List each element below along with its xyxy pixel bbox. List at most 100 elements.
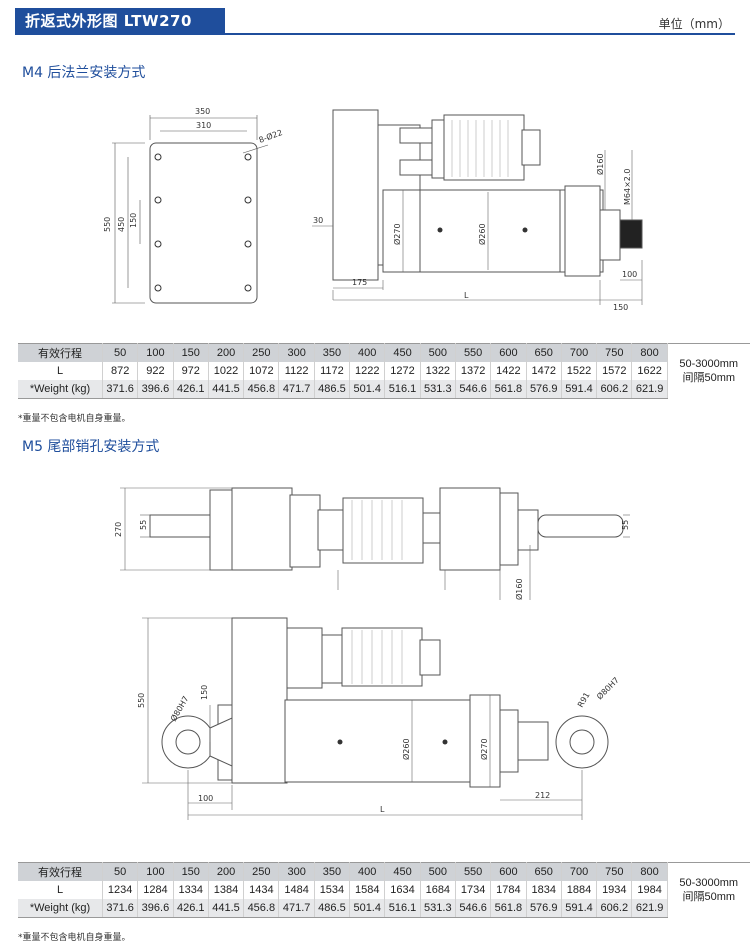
dim-160: Ø160: [514, 578, 524, 600]
dim-160: Ø160: [595, 153, 605, 175]
table-cell: 350: [314, 862, 351, 881]
table-cell: 606.2: [596, 899, 633, 918]
table-cell: 621.9: [631, 380, 668, 399]
table-cell: 1334: [173, 881, 209, 899]
table-cell: 606.2: [596, 380, 633, 399]
table-cell: 561.8: [490, 380, 527, 399]
flange-outline: [149, 142, 258, 304]
table-cell: 1022: [208, 362, 245, 380]
table-cell: 400: [349, 343, 386, 362]
table-cell: 1234: [102, 881, 139, 899]
table-cell: 486.5: [314, 899, 351, 918]
table-cell: 650: [526, 862, 562, 881]
table-cell: 441.5: [208, 380, 245, 399]
table-cell: 396.6: [137, 899, 174, 918]
dim-270: 270: [114, 522, 123, 537]
table-cell: 700: [561, 862, 598, 881]
dim-260: Ø260: [477, 223, 487, 245]
table-cell: 371.6: [102, 899, 139, 918]
table-cell: 531.3: [420, 899, 456, 918]
dim-55-left: 55: [139, 520, 148, 530]
dim-L: L: [464, 291, 469, 300]
table-cell: 1222: [349, 362, 386, 380]
m5-rod-left: [149, 514, 211, 538]
dim-550: 550: [137, 693, 146, 708]
table-cell: 621.9: [631, 899, 668, 918]
table-cell: 456.8: [243, 380, 280, 399]
table-cell: 1434: [243, 881, 280, 899]
table-cell: 350: [314, 343, 351, 362]
table-cell: 800: [631, 343, 668, 362]
m5-housing: [231, 617, 288, 784]
table-cell: 450: [384, 343, 421, 362]
row-label: 有效行程: [18, 862, 103, 881]
table-cell: 1834: [526, 881, 562, 899]
table-cell: 550: [455, 343, 492, 362]
table-cell: 1172: [314, 362, 351, 380]
table-row-length: L 872 922 972 1022 1072 1122 1172 1222 1…: [18, 362, 750, 380]
table-cell: 1072: [243, 362, 280, 380]
dim-270: Ø270: [392, 223, 402, 245]
table-cell: 872: [102, 362, 139, 380]
table-cell: 1522: [561, 362, 598, 380]
table-cell: 400: [349, 862, 386, 881]
table-cell: 650: [526, 343, 562, 362]
section-title-m4: M4 后法兰安装方式: [22, 65, 146, 81]
dim-270b: Ø270: [479, 738, 489, 760]
table-cell: 1584: [349, 881, 386, 899]
dim-thread: M64×2.0: [623, 168, 632, 205]
table-cell: 750: [596, 862, 633, 881]
table-cell: 591.4: [561, 899, 598, 918]
note-line: 间隔50mm: [682, 891, 736, 904]
table-cell: 750: [596, 343, 633, 362]
table-cell: 922: [137, 362, 174, 380]
table-cell: 972: [173, 362, 209, 380]
m4-flange-side: [332, 109, 379, 281]
table-cell: 600: [490, 343, 527, 362]
table-cell: 700: [561, 343, 598, 362]
table-cell: 200: [208, 343, 245, 362]
table-cell: 100: [137, 343, 174, 362]
row-label: *Weight (kg): [18, 380, 103, 399]
table-cell: 426.1: [173, 380, 209, 399]
dim-212: 212: [535, 791, 550, 800]
m4-footnote: *重量不包含电机自身重量。: [18, 414, 131, 424]
m4-drawing: 350 310 8-Ø22 550 450 150: [103, 107, 643, 312]
table-cell: 1684: [420, 881, 456, 899]
table-cell: 561.8: [490, 899, 527, 918]
dim-150: 150: [129, 213, 138, 228]
section-title-m5: M5 尾部销孔安装方式: [22, 439, 160, 455]
m5-rod-end: [537, 514, 624, 538]
m5-spec-table: 有效行程 50 100 150 200 250 300 350 400 450 …: [18, 862, 750, 918]
table-cell: 486.5: [314, 380, 351, 399]
table-cell: 1934: [596, 881, 633, 899]
table-cell: 1484: [278, 881, 315, 899]
note-line: 间隔50mm: [682, 372, 736, 385]
table-cell: 591.4: [561, 380, 598, 399]
table-cell: 1534: [314, 881, 351, 899]
dim-150b: 150: [613, 303, 628, 312]
dim-r91: R91: [576, 691, 592, 709]
table-cell: 396.6: [137, 380, 174, 399]
dim-310: 310: [196, 121, 211, 130]
table-cell: 576.9: [526, 899, 562, 918]
table-cell: 800: [631, 862, 668, 881]
m5-cylinder: [284, 699, 471, 783]
page-title: 折返式外形图 LTW270: [15, 8, 225, 34]
table-cell: 450: [384, 862, 421, 881]
table-cell: 546.6: [455, 899, 492, 918]
table-cell: 1272: [384, 362, 421, 380]
table-cell: 1384: [208, 881, 245, 899]
table-cell: 1572: [596, 362, 633, 380]
dim-100: 100: [198, 794, 213, 803]
note-line: 50-3000mm: [679, 877, 739, 890]
row-label: L: [18, 362, 103, 380]
row-label: *Weight (kg): [18, 899, 103, 918]
table-cell: 1372: [455, 362, 492, 380]
table-cell: 471.7: [278, 380, 315, 399]
table-cell: 441.5: [208, 899, 245, 918]
dim-30: 30: [313, 216, 323, 225]
row-label: 有效行程: [18, 343, 103, 362]
